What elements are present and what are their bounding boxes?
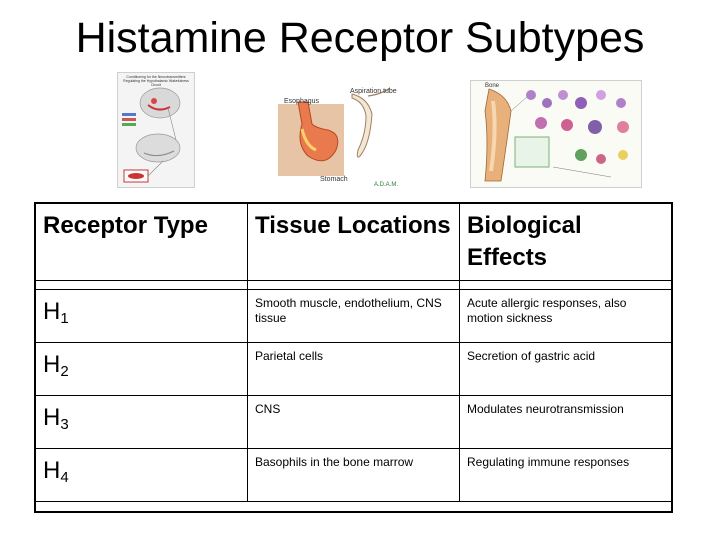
table-row: H4 Basophils in the bone marrow Regulati…	[35, 448, 673, 502]
aspiration-tube-label: Aspiration tube	[350, 88, 397, 95]
receptor-cell: H4	[35, 448, 248, 502]
receptor-cell: H2	[35, 342, 248, 396]
effects-cell: Acute allergic responses, also motion si…	[459, 289, 673, 343]
tissue-cell: CNS	[247, 395, 460, 449]
bone-label: Bone	[485, 83, 500, 89]
effects-cell: Modulates neurotransmission	[459, 395, 673, 449]
tissue-cell: Parietal cells	[247, 342, 460, 396]
table-header-row: Receptor Type Tissue Locations Biologica…	[35, 203, 673, 281]
table-row: H1 Smooth muscle, endothelium, CNS tissu…	[35, 289, 673, 343]
table-row: H2 Parietal cells Secretion of gastric a…	[35, 342, 673, 396]
esophagus-label: Esophagus	[284, 98, 320, 105]
header-receptor-type: Receptor Type	[35, 203, 248, 281]
receptor-cell: H3	[35, 395, 248, 449]
brain-diagram-image: Conditioning for the Neurotransmitters R…	[117, 72, 195, 188]
header-tissue-locations: Tissue Locations	[247, 203, 460, 281]
immune-cells-illustration	[484, 88, 629, 182]
brain-diagram-caption: Conditioning for the Neurotransmitters R…	[123, 75, 189, 87]
receptor-cell: H1	[35, 289, 248, 343]
adam-credit: A.D.A.M.	[374, 182, 399, 188]
histamine-receptor-table: Receptor Type Tissue Locations Biologica…	[35, 203, 673, 502]
tissue-cell: Smooth muscle, endothelium, CNS tissue	[247, 289, 460, 343]
brain-illustration	[122, 87, 181, 183]
stomach-illustration	[278, 87, 391, 176]
table-row: H3 CNS Modulates neurotransmission	[35, 395, 673, 449]
immune-cells-diagram-image: Bone	[470, 80, 642, 188]
effects-cell: Secretion of gastric acid	[459, 342, 673, 396]
effects-cell: Regulating immune responses	[459, 448, 673, 502]
header-biological-effects: Biological Effects	[459, 203, 673, 281]
stomach-illustration-image: Esophagus Aspiration tube Stomach A.D.A.…	[272, 84, 400, 190]
slide-title: Histamine Receptor Subtypes	[75, 14, 645, 62]
stomach-label: Stomach	[320, 176, 348, 183]
tissue-cell: Basophils in the bone marrow	[247, 448, 460, 502]
table-spacer-row	[35, 280, 673, 290]
